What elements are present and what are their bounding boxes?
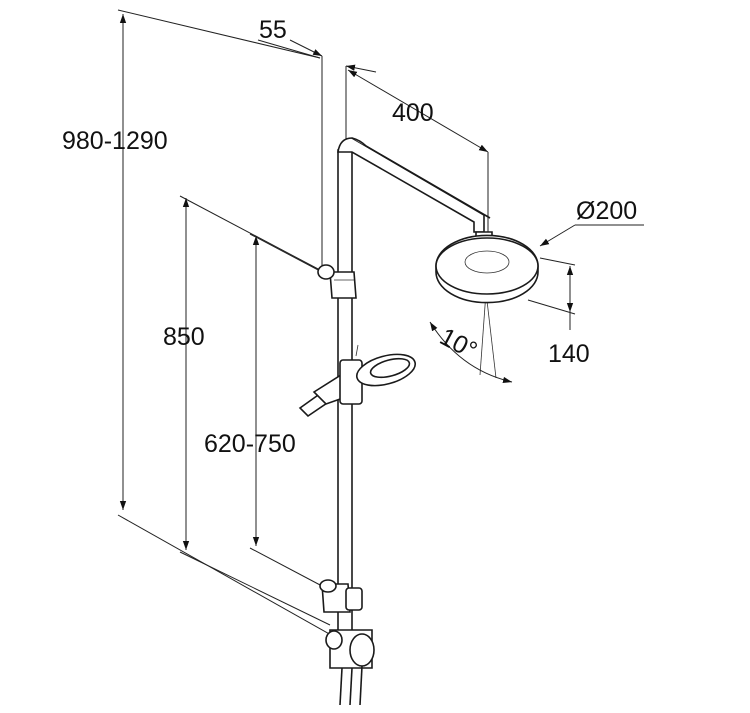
dimension-arm-length: 400 bbox=[347, 69, 489, 240]
dimension-head-diameter: Ø200 bbox=[539, 197, 644, 247]
lower-wall-bracket bbox=[319, 579, 363, 613]
dimension-overall-height: 980-1290 bbox=[62, 9, 341, 641]
mixer-diverter bbox=[325, 629, 375, 706]
dimension-tilt-angle: 10° bbox=[429, 291, 513, 384]
label-tilt-angle: 10° bbox=[435, 323, 482, 365]
upper-wall-bracket bbox=[317, 264, 357, 299]
head-shower bbox=[435, 231, 539, 304]
label-head-diameter: Ø200 bbox=[576, 197, 637, 225]
label-wall-offset: 55 bbox=[259, 16, 287, 44]
hand-shower bbox=[298, 344, 417, 418]
dimension-slide-range: 620-750 bbox=[204, 233, 323, 587]
label-slide-range: 620-750 bbox=[204, 430, 296, 458]
dimension-wall-offset: 55 bbox=[257, 16, 377, 270]
dimension-bar-height: 850 bbox=[163, 195, 331, 626]
label-arm-length: 400 bbox=[392, 99, 434, 127]
label-head-height: 140 bbox=[548, 340, 590, 368]
dimension-head-height: 140 bbox=[527, 257, 590, 368]
label-overall-height: 980-1290 bbox=[62, 127, 168, 155]
label-bar-height: 850 bbox=[163, 323, 205, 351]
